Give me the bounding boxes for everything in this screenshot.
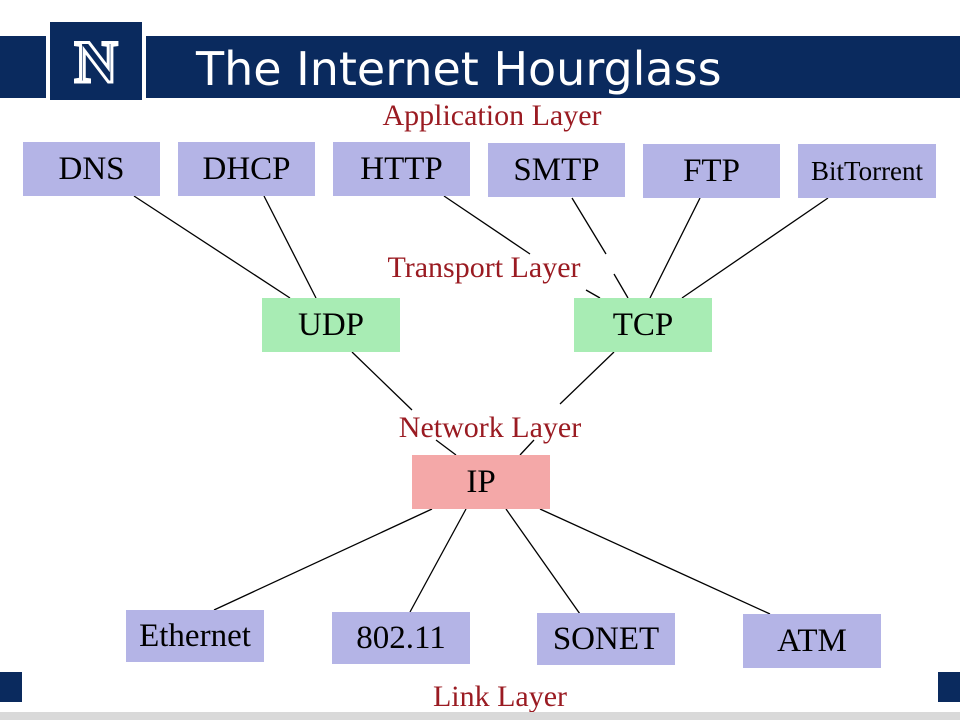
protocol-box-smtp: SMTP <box>488 143 625 197</box>
footer-bar-left <box>0 672 22 702</box>
line-http-tcp-a <box>443 195 531 255</box>
line-ip-ethernet <box>213 508 433 611</box>
line-ip-80211 <box>409 508 467 613</box>
logo-n-icon: N <box>73 32 119 90</box>
protocol-box-tcp: TCP <box>574 298 712 352</box>
line-dhcp-udp <box>263 195 317 299</box>
protocol-box-ftp: FTP <box>643 144 780 198</box>
logo-emblem: N <box>50 22 142 100</box>
line-ip-atm <box>539 508 771 615</box>
line-bittorrent-tcp <box>681 197 829 299</box>
protocol-box-bittorrent: BitTorrent <box>798 144 936 198</box>
line-udp-ip <box>351 351 413 411</box>
footer-bar-right <box>938 672 960 702</box>
application-layer-label: Application Layer <box>382 99 602 132</box>
line-smtp-tcp-a <box>571 197 607 255</box>
network-layer-label: Network Layer <box>398 411 582 444</box>
line-tcp-ip <box>559 351 615 405</box>
footer-strip <box>0 712 960 720</box>
protocol-box-ip: IP <box>412 455 550 509</box>
protocol-box-sonet: SONET <box>537 613 675 665</box>
protocol-box-ethernet: Ethernet <box>126 610 264 662</box>
line-tcp-ip-tail <box>519 439 535 456</box>
line-dns-udp <box>133 195 291 299</box>
line-ftp-tcp <box>649 197 701 299</box>
slide-title: The Internet Hourglass <box>196 42 722 96</box>
svg-text:N: N <box>74 32 117 90</box>
protocol-box-http: HTTP <box>333 142 470 196</box>
transport-layer-label: Transport Layer <box>387 251 581 284</box>
protocol-box-udp: UDP <box>262 298 400 352</box>
line-ip-sonet <box>505 508 581 615</box>
link-layer-label: Link Layer <box>432 680 568 713</box>
line-udp-ip-tail <box>435 439 457 456</box>
university-logo: N <box>46 18 146 104</box>
protocol-box-dhcp: DHCP <box>178 142 315 196</box>
line-http-tcp-b <box>585 289 601 299</box>
title-bar <box>0 36 960 98</box>
protocol-box-atm: ATM <box>743 614 881 668</box>
protocol-box-dns: DNS <box>23 142 160 196</box>
protocol-box-80211: 802.11 <box>332 612 470 664</box>
line-smtp-tcp-b <box>613 273 629 299</box>
